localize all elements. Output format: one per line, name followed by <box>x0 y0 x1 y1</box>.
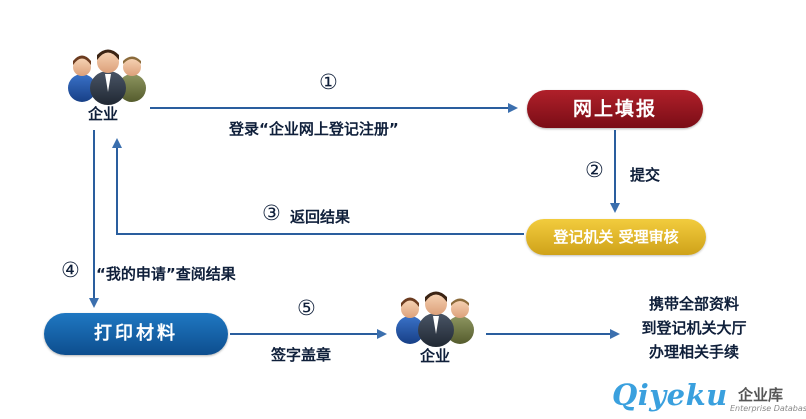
step2-number: ② <box>585 158 604 182</box>
step1-number: ① <box>319 70 338 94</box>
step5-number: ⑤ <box>297 296 316 320</box>
step4-number: ④ <box>61 258 80 282</box>
watermark-brand: Qiyeku <box>612 378 728 412</box>
watermark-en: Enterprise Database <box>730 404 806 413</box>
step5-label: 签字盖章 <box>271 346 332 364</box>
final-step-line-2: 到登记机关大厅 <box>641 319 747 337</box>
final-step-line-3: 办理相关手续 <box>648 343 739 361</box>
people-icon-top <box>68 49 146 105</box>
watermark-cn: 企业库 <box>738 386 784 404</box>
node-enterprise-top: 企业 <box>88 105 119 123</box>
node-online-fill: 网上填报 <box>527 90 703 128</box>
node-enterprise-bottom: 企业 <box>420 347 451 365</box>
people-icon-bottom <box>396 291 474 347</box>
watermark-logo: Qiyeku 企业库 Enterprise Database <box>612 378 806 416</box>
step3-number: ③ <box>262 201 281 225</box>
arrow-step3 <box>112 138 524 235</box>
step1-label: 登录“企业网上登记注册” <box>229 120 399 138</box>
step2-label: 提交 <box>630 166 661 184</box>
step3-label: 返回结果 <box>290 208 351 226</box>
node-final-step: 携带全部资料 到登记机关大厅 办理相关手续 <box>624 292 764 364</box>
final-step-line-1: 携带全部资料 <box>648 295 739 313</box>
node-registry-review: 登记机关 受理审核 <box>526 219 706 255</box>
node-print-materials: 打印材料 <box>44 313 228 355</box>
step4-label: “我的申请”查阅结果 <box>96 265 236 283</box>
